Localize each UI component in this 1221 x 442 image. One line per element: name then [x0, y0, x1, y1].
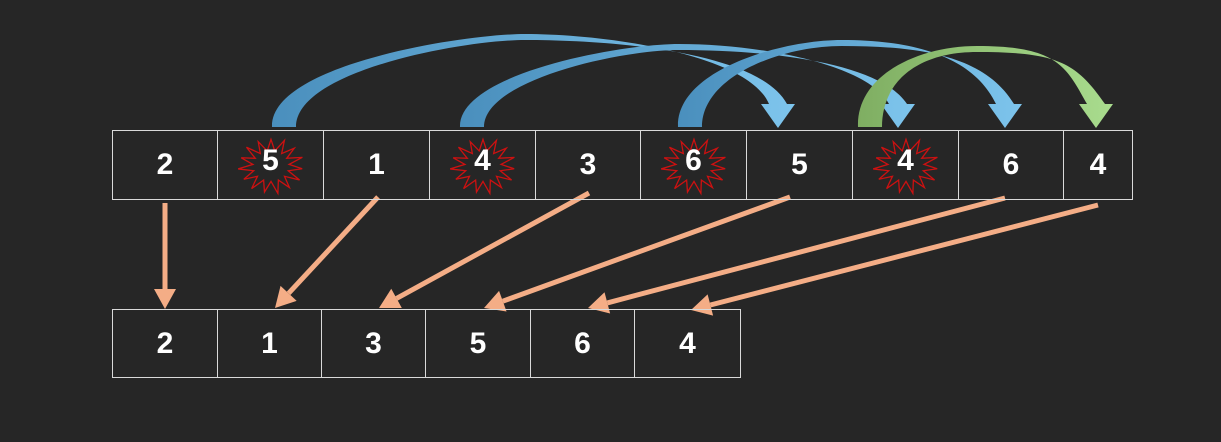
curved-arrow-4 — [459, 44, 915, 128]
copy-arrow-6 — [691, 202, 1099, 316]
top-cell-value: 5 — [791, 148, 808, 181]
top-cell-value: 3 — [579, 148, 597, 181]
top-cell-value: 4 — [897, 144, 914, 177]
bottom-cell-1: 2 — [112, 309, 218, 378]
bottom-cell-value: 1 — [261, 326, 278, 360]
bottom-cell-3: 3 — [321, 309, 426, 378]
top-cell-value: 4 — [474, 144, 491, 177]
bottom-cell-6: 4 — [634, 309, 741, 378]
top-cell-value: 5 — [262, 144, 279, 177]
bottom-cell-2: 1 — [217, 309, 322, 378]
bottom-cell-value: 4 — [679, 326, 696, 360]
top-cell-value: 6 — [1002, 148, 1020, 181]
bottom-cell-4: 5 — [425, 309, 531, 378]
bottom-cell-value: 3 — [365, 326, 382, 360]
top-cell-9: 6 — [958, 130, 1064, 200]
copy-arrow-2 — [275, 195, 380, 308]
bottom-cell-value: 5 — [469, 326, 487, 360]
duplicate-curved-arrows — [271, 34, 1113, 128]
curved-arrow-5 — [271, 34, 795, 128]
top-cell-10: 4 — [1063, 130, 1133, 200]
bottom-cell-5: 6 — [530, 309, 635, 378]
top-cell-5: 3 — [535, 130, 641, 200]
top-cell-7: 5 — [746, 130, 853, 200]
top-cell-2: 5 — [217, 130, 324, 200]
bottom-cell-value: 6 — [574, 326, 591, 360]
top-cell-value: 1 — [368, 148, 385, 181]
copy-arrow-1 — [154, 203, 176, 309]
top-cell-value: 6 — [685, 144, 702, 177]
copy-arrow-3 — [379, 190, 591, 309]
top-cell-8: 4 — [852, 130, 959, 200]
top-cell-3: 1 — [323, 130, 430, 200]
top-cell-4: 4 — [429, 130, 536, 200]
curved-arrow-6 — [677, 40, 1022, 128]
copy-arrow-5 — [588, 195, 1006, 314]
top-cell-value: 4 — [1089, 148, 1107, 181]
copy-arrow-4 — [484, 194, 791, 312]
copy-down-arrows — [154, 190, 1099, 316]
top-cell-1: 2 — [112, 130, 218, 200]
top-cell-6: 6 — [640, 130, 747, 200]
bottom-cell-value: 2 — [156, 326, 174, 360]
top-cell-value: 2 — [156, 148, 174, 181]
